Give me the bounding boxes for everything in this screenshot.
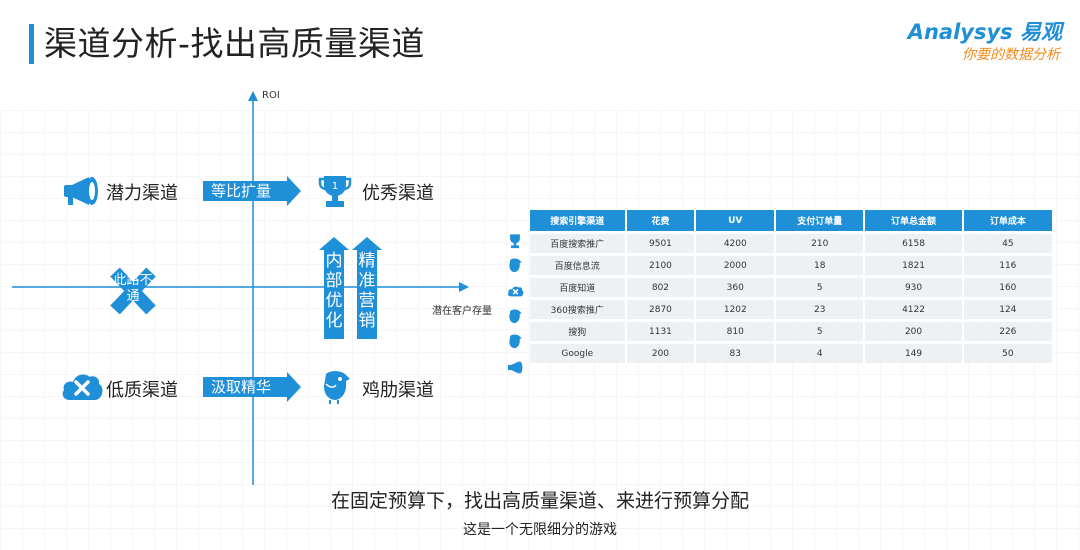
- table-cell: 930: [865, 278, 962, 297]
- table-cell: 2000: [696, 256, 775, 275]
- table-cell: 810: [696, 322, 775, 341]
- megaphone-icon: [62, 174, 104, 212]
- table-cell: 360: [696, 278, 775, 297]
- quadrant-label-potential: 潜力渠道: [106, 183, 178, 204]
- table-cell: 1131: [626, 322, 695, 341]
- table-cell: 搜狗: [530, 322, 625, 341]
- bird-icon: [507, 258, 525, 276]
- bird-icon: [507, 309, 525, 327]
- table-cell: 2870: [626, 300, 695, 319]
- cloud-x-icon: [507, 283, 525, 301]
- brand-logo: Analysys 易观 你要的数据分析: [908, 16, 1062, 68]
- quadrant-label-low-quality: 低质渠道: [106, 380, 178, 401]
- table-cell: 4122: [865, 300, 962, 319]
- table-cell: 200: [626, 344, 695, 363]
- table-header-cell: 搜索引擎渠道: [530, 210, 625, 231]
- trophy-icon: [507, 233, 525, 251]
- x-axis-label: 潜在客户存量: [432, 306, 492, 317]
- brand-name: Analysys 易观: [907, 20, 1062, 44]
- search-channel-table: 搜索引擎渠道 花费 UV 支付订单量 订单总金额 订单成本 百度搜索推广 950…: [528, 207, 1054, 366]
- table-cell: Google: [530, 344, 625, 363]
- table-cell: 210: [776, 234, 864, 253]
- table-header-cell: 支付订单量: [776, 210, 864, 231]
- table-cell: 360搜索推广: [530, 300, 625, 319]
- title-accent-bar: [29, 24, 34, 64]
- table-header-cell: 订单总金额: [865, 210, 962, 231]
- table-cell: 149: [865, 344, 962, 363]
- page-title: 渠道分析-找出高质量渠道: [44, 24, 425, 63]
- table-cell: 116: [963, 256, 1052, 275]
- blocked-path-marker: 此路不通: [109, 267, 157, 315]
- table-row: 百度信息流 2100 2000 18 1821 116: [530, 256, 1052, 275]
- table-cell: 23: [776, 300, 864, 319]
- arrow-expand: 等比扩量: [203, 176, 301, 206]
- cloud-x-icon: [60, 370, 104, 406]
- table-cell: 9501: [626, 234, 695, 253]
- x-axis-arrowhead: [459, 282, 469, 292]
- table-cell: 百度搜索推广: [530, 234, 625, 253]
- table-header-cell: 订单成本: [963, 210, 1052, 231]
- arrow-precision: 精准营销: [352, 237, 382, 339]
- table-row: 百度知道 802 360 5 930 160: [530, 278, 1052, 297]
- svg-text:1: 1: [332, 181, 338, 192]
- table-cell: 4: [776, 344, 864, 363]
- arrow-precision-label: 精准营销: [358, 251, 376, 331]
- table-header-cell: 花费: [626, 210, 695, 231]
- y-axis-arrowhead: [248, 91, 258, 101]
- table-row: 搜狗 1131 810 5 200 226: [530, 322, 1052, 341]
- table-cell: 6158: [865, 234, 962, 253]
- table-cell: 1202: [696, 300, 775, 319]
- table-cell: 18: [776, 256, 864, 275]
- table-cell: 160: [963, 278, 1052, 297]
- y-axis-label: ROI: [262, 90, 280, 101]
- table-row: Google 200 83 4 149 50: [530, 344, 1052, 363]
- table-cell: 百度知道: [530, 278, 625, 297]
- arrow-internal: 内部优化: [319, 237, 349, 339]
- arrow-absorb-label: 汲取精华: [211, 378, 272, 396]
- arrow-expand-label: 等比扩量: [211, 182, 272, 200]
- megaphone-icon: [507, 360, 525, 378]
- bird-icon: [320, 370, 352, 408]
- table-cell: 5: [776, 322, 864, 341]
- arrow-absorb: 汲取精华: [203, 372, 301, 402]
- table-cell: 4200: [696, 234, 775, 253]
- table-cell: 百度信息流: [530, 256, 625, 275]
- arrow-internal-label: 内部优化: [325, 251, 343, 331]
- table-cell: 5: [776, 278, 864, 297]
- bird-icon: [507, 334, 525, 352]
- table-cell: 2100: [626, 256, 695, 275]
- footer-subline: 这是一个无限细分的游戏: [463, 522, 617, 538]
- table-cell: 226: [963, 322, 1052, 341]
- table-row: 百度搜索推广 9501 4200 210 6158 45: [530, 234, 1052, 253]
- footer-headline: 在固定预算下，找出高质量渠道、来进行预算分配: [330, 490, 749, 512]
- table-cell: 802: [626, 278, 695, 297]
- table-cell: 200: [865, 322, 962, 341]
- table-header-row: 搜索引擎渠道 花费 UV 支付订单量 订单总金额 订单成本: [530, 210, 1052, 231]
- quadrant-label-marginal: 鸡肋渠道: [362, 380, 434, 401]
- table-cell: 50: [963, 344, 1052, 363]
- table-cell: 1821: [865, 256, 962, 275]
- blocked-path-label: 此路不通: [113, 273, 153, 304]
- table-cell: 83: [696, 344, 775, 363]
- table-header-cell: UV: [696, 210, 775, 231]
- trophy-icon: 1: [318, 173, 352, 213]
- table-cell: 124: [963, 300, 1052, 319]
- brand-tagline: 你要的数据分析: [962, 47, 1060, 63]
- table-cell: 45: [963, 234, 1052, 253]
- table-row: 360搜索推广 2870 1202 23 4122 124: [530, 300, 1052, 319]
- quadrant-label-excellent: 优秀渠道: [362, 183, 434, 204]
